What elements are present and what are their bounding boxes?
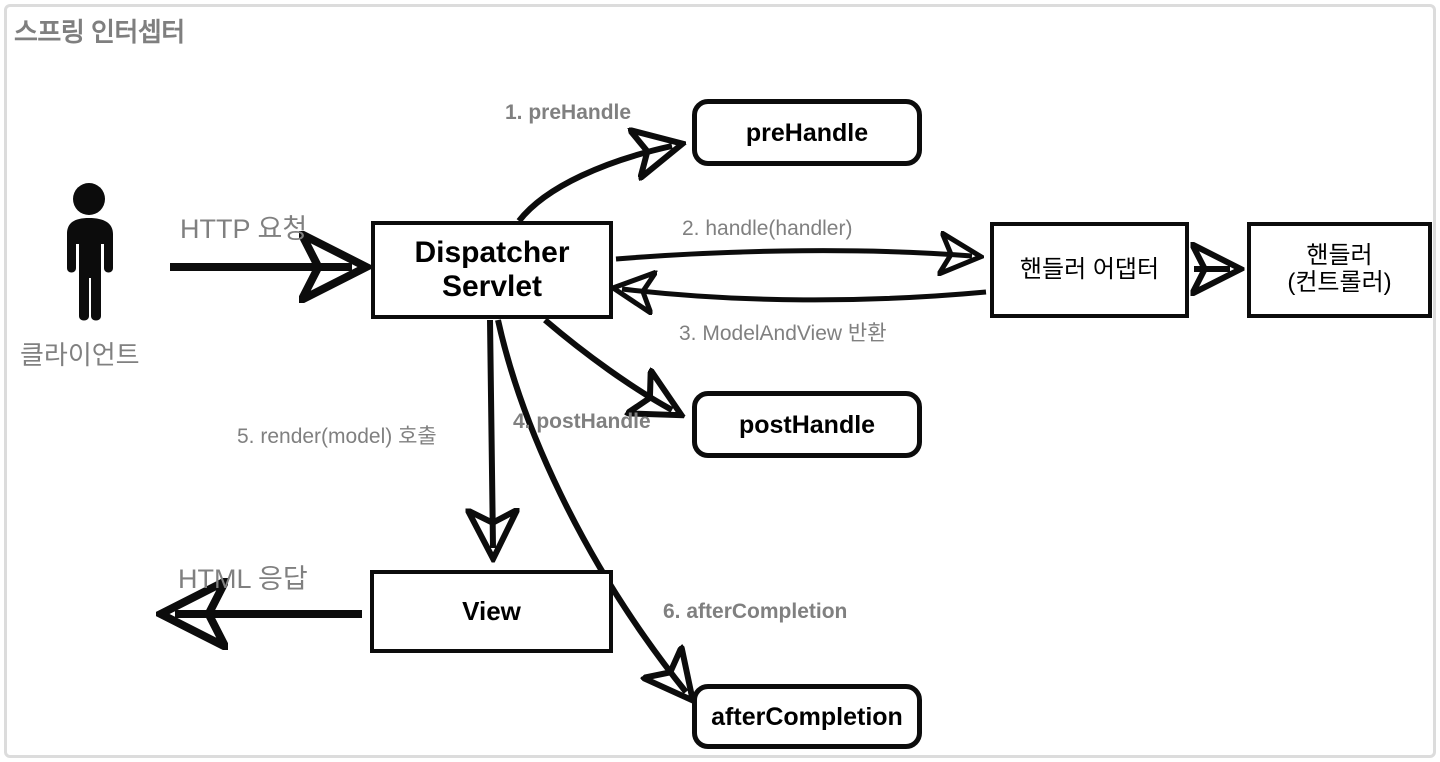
node-posthandle-label: postHandle — [738, 410, 876, 439]
node-dispatcher-servlet-label: Dispatcher Servlet — [414, 236, 570, 303]
label-html-response: HTML 응답 — [178, 564, 308, 594]
node-posthandle[interactable]: postHandle — [692, 391, 922, 458]
node-view-label: View — [462, 595, 521, 626]
node-dispatcher-servlet[interactable]: Dispatcher Servlet — [371, 221, 613, 319]
page-title: 스프링 인터셉터 — [14, 17, 185, 47]
label-step-1: 1. preHandle — [505, 101, 632, 124]
arrow-step-4 — [543, 317, 672, 410]
label-step-6: 6. afterCompletion — [663, 600, 848, 623]
node-handler-controller-label: 핸들러 (컨트롤러) — [1287, 242, 1392, 296]
node-prehandle[interactable]: preHandle — [692, 99, 922, 166]
node-handler-controller[interactable]: 핸들러 (컨트롤러) — [1247, 222, 1432, 318]
node-prehandle-label: preHandle — [745, 118, 869, 147]
label-step-5: 5. render(model) 호출 — [237, 425, 437, 448]
arrow-step-5 — [490, 319, 493, 548]
person-icon — [67, 183, 113, 321]
arrow-step-3 — [622, 289, 987, 300]
node-handler-adapter-label: 핸들러 어댑터 — [1019, 255, 1160, 283]
label-step-3: 3. ModelAndView 반환 — [679, 322, 887, 345]
label-http-request: HTTP 요청 — [180, 214, 308, 244]
label-client: 클라이언트 — [20, 340, 140, 370]
node-aftercompletion[interactable]: afterCompletion — [692, 684, 922, 749]
arrow-step-2 — [615, 251, 972, 259]
label-step-2: 2. handle(handler) — [682, 217, 853, 240]
arrow-step-1 — [516, 146, 672, 223]
node-aftercompletion-label: afterCompletion — [711, 702, 903, 731]
node-view[interactable]: View — [370, 570, 613, 653]
node-handler-adapter[interactable]: 핸들러 어댑터 — [990, 222, 1189, 318]
label-step-4: 4. postHandle — [513, 410, 651, 433]
